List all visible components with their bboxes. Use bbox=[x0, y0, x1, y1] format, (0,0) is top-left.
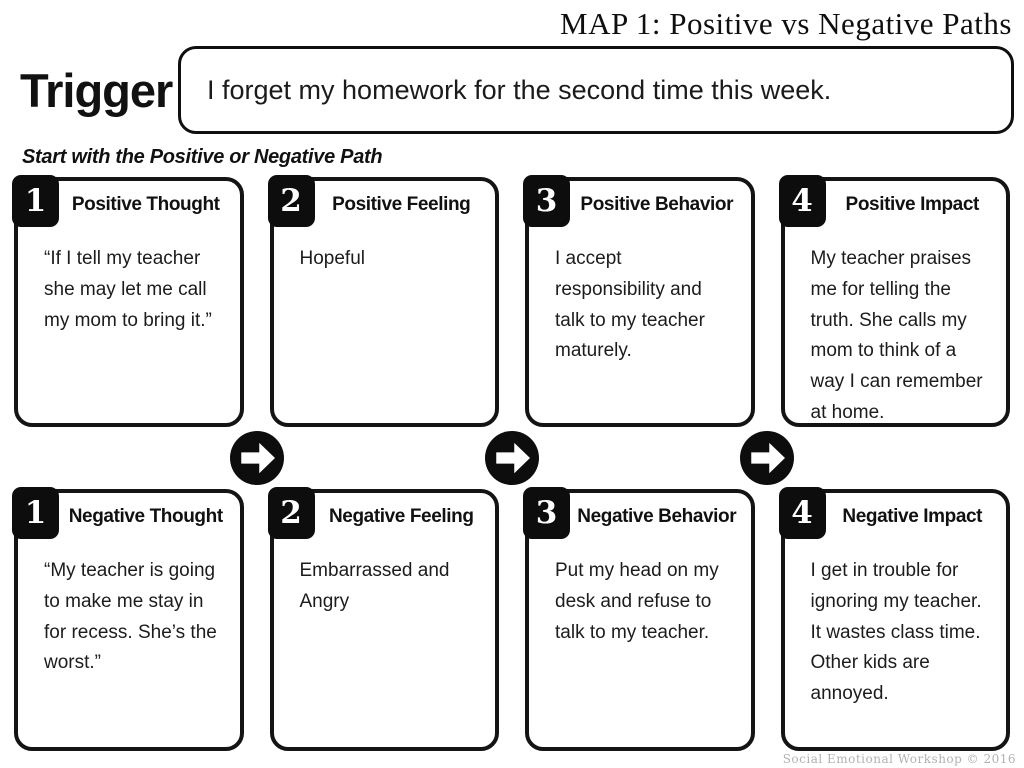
card-title: Positive Feeling bbox=[332, 194, 471, 215]
card-body: “If I tell my teacher she may let me cal… bbox=[44, 248, 212, 331]
step-number: 3 bbox=[535, 183, 558, 219]
card-positive-thought: 1 Positive Thought “If I tell my teacher… bbox=[12, 175, 244, 427]
step-1-badge: 1 bbox=[12, 175, 59, 227]
page-title: MAP 1: Positive vs Negative Paths bbox=[560, 6, 1012, 41]
card-positive-behavior: 3 Positive Behavior I accept responsibil… bbox=[523, 175, 755, 427]
arrow-band bbox=[14, 429, 1010, 487]
card-title: Positive Behavior bbox=[580, 194, 734, 215]
card-title: Negative Thought bbox=[68, 506, 223, 527]
step-1-badge: 1 bbox=[12, 487, 59, 539]
card-title: Negative Behavior bbox=[577, 506, 737, 527]
card-negative-impact: 4 Negative Impact I get in trouble for i… bbox=[778, 487, 1010, 751]
right-arrow-icon bbox=[485, 431, 539, 485]
trigger-label: Trigger bbox=[20, 63, 173, 117]
card-body: Put my head on my desk and refuse to tal… bbox=[555, 560, 719, 643]
step-4-badge: 4 bbox=[778, 175, 826, 227]
trigger-section: Trigger I forget my homework for the sec… bbox=[0, 46, 1014, 134]
step-number: 2 bbox=[280, 183, 302, 219]
paths-grid: 1 Positive Thought “If I tell my teacher… bbox=[0, 175, 1024, 751]
positive-path-row: 1 Positive Thought “If I tell my teacher… bbox=[12, 175, 1010, 427]
card-title: Negative Feeling bbox=[328, 506, 474, 527]
card-positive-feeling: 2 Positive Feeling Hopeful bbox=[267, 175, 499, 427]
step-4-badge: 4 bbox=[778, 487, 826, 539]
step-number: 3 bbox=[535, 495, 558, 531]
step-number: 4 bbox=[791, 183, 813, 219]
card-body: My teacher praises me for telling the tr… bbox=[810, 248, 983, 423]
step-2-badge: 2 bbox=[267, 175, 315, 227]
right-arrow-icon bbox=[230, 431, 284, 485]
card-body: Hopeful bbox=[299, 248, 366, 269]
card-body: I get in trouble for ignoring my teacher… bbox=[810, 560, 982, 705]
step-2-badge: 2 bbox=[267, 487, 315, 539]
step-number: 2 bbox=[280, 495, 302, 531]
card-positive-impact: 4 Positive Impact My teacher praises me … bbox=[778, 175, 1010, 427]
card-negative-behavior: 3 Negative Behavior Put my head on my de… bbox=[523, 487, 755, 751]
step-number: 4 bbox=[791, 495, 813, 531]
trigger-text: I forget my homework for the second time… bbox=[207, 74, 832, 105]
card-title: Positive Impact bbox=[845, 194, 980, 215]
step-number: 1 bbox=[24, 495, 47, 531]
card-negative-thought: 1 Negative Thought “My teacher is going … bbox=[12, 487, 244, 751]
footer-credit: Social Emotional Workshop © 2016 bbox=[782, 752, 1016, 766]
step-3-badge: 3 bbox=[523, 487, 570, 539]
trigger-textbox: I forget my homework for the second time… bbox=[178, 46, 1014, 134]
card-negative-feeling: 2 Negative Feeling Embarrassed and Angry bbox=[267, 487, 499, 751]
card-body: “My teacher is going to make me stay in … bbox=[44, 560, 217, 674]
right-arrow-icon bbox=[740, 431, 794, 485]
step-3-badge: 3 bbox=[523, 175, 570, 227]
step-number: 1 bbox=[24, 183, 47, 219]
card-title: Positive Thought bbox=[71, 194, 220, 215]
instruction-subtitle: Start with the Positive or Negative Path bbox=[22, 146, 383, 168]
card-body: I accept responsibility and talk to my t… bbox=[555, 248, 705, 362]
worksheet-map1: MAP 1: Positive vs Negative Paths Trigge… bbox=[0, 6, 1024, 766]
negative-path-row: 1 Negative Thought “My teacher is going … bbox=[12, 487, 1010, 751]
card-body: Embarrassed and Angry bbox=[299, 560, 450, 612]
card-title: Negative Impact bbox=[842, 506, 983, 527]
